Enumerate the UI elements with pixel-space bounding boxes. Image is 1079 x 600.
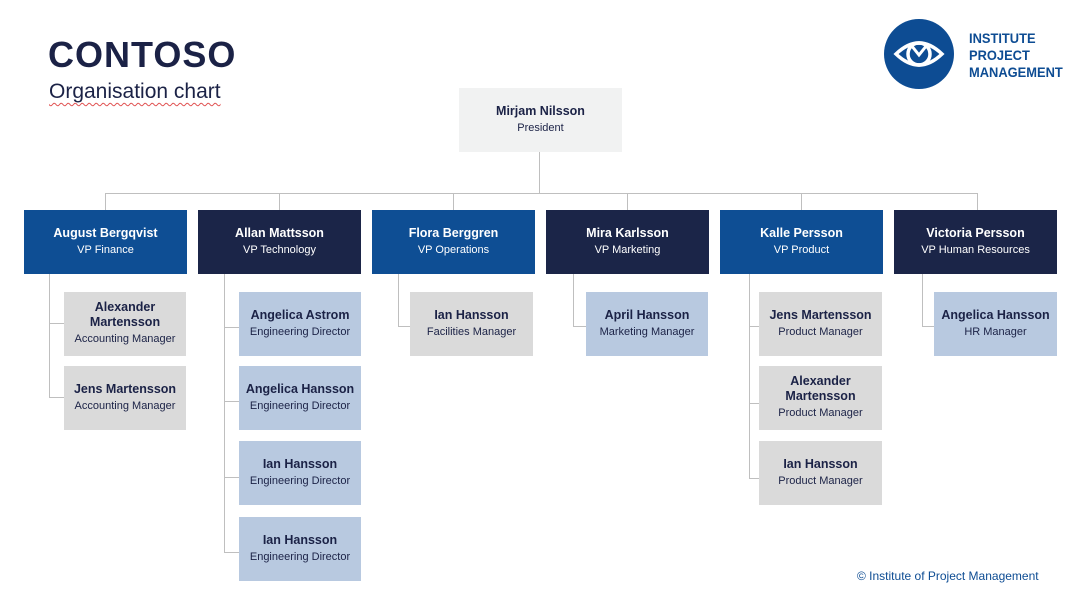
connector-vp-drop xyxy=(105,193,106,210)
node-name: Mira Karlsson xyxy=(586,225,669,240)
node-role: Facilities Manager xyxy=(426,325,517,338)
connector-finance-branch xyxy=(49,323,64,324)
org-node-vp: Victoria Persson VP Human Resources xyxy=(894,210,1057,274)
connector-vp-bus xyxy=(105,193,978,194)
node-role: Engineering Director xyxy=(249,474,351,487)
logo-line-2: PROJECT xyxy=(969,47,1030,63)
connector-vp-drop xyxy=(801,193,802,210)
page-subtitle: Organisation chart xyxy=(49,80,221,103)
node-name: April Hansson xyxy=(604,307,690,322)
connector-vp-drop xyxy=(977,193,978,210)
connector-hr-spine xyxy=(922,274,923,327)
org-node-report: April Hansson Marketing Manager xyxy=(586,292,708,356)
connector-technology-branch xyxy=(224,477,239,478)
org-node-report: Ian Hansson Engineering Director xyxy=(239,441,361,505)
org-node-report: Jens Martensson Accounting Manager xyxy=(64,366,186,430)
node-role: Accounting Manager xyxy=(74,333,176,345)
connector-vp-drop xyxy=(453,193,454,210)
connector-product-branch xyxy=(749,478,759,479)
connector-vp-drop xyxy=(279,193,280,210)
connector-product-branch xyxy=(749,403,759,404)
node-role: Accounting Manager xyxy=(74,399,176,412)
node-role: VP Finance xyxy=(77,243,134,256)
org-node-report: Jens Martensson Product Manager xyxy=(759,292,882,356)
logo-line-1: INSTITUTE xyxy=(969,30,1036,46)
connector-marketing-spine xyxy=(573,274,574,327)
page-title: CONTOSO xyxy=(48,34,237,75)
connector-technology-branch xyxy=(224,327,239,328)
node-name: Allan Mattsson xyxy=(235,225,324,240)
connector-technology-branch xyxy=(224,401,239,402)
connector-product-spine xyxy=(749,274,750,479)
node-name: Ian Hansson xyxy=(262,456,338,471)
connector-technology-spine xyxy=(224,274,225,553)
connector-president-trunk xyxy=(539,152,540,194)
node-name: Kalle Persson xyxy=(760,225,843,240)
node-role: Engineering Director xyxy=(249,399,351,412)
org-node-report: Ian Hansson Facilities Manager xyxy=(410,292,533,356)
node-role: VP Marketing xyxy=(594,243,661,256)
connector-finance-spine xyxy=(49,274,50,398)
node-name: Ian Hansson xyxy=(262,532,338,547)
node-role: Engineering Director xyxy=(249,325,351,338)
node-role: VP Human Resources xyxy=(921,243,1030,256)
node-name: Jens Martensson xyxy=(769,307,872,322)
node-role: Product Manager xyxy=(778,407,863,419)
node-name: Ian Hansson xyxy=(783,456,858,471)
node-name: Alexander Martensson xyxy=(785,374,856,403)
logo-wordmark: INSTITUTE PROJECT MANAGEMENT xyxy=(969,30,1063,81)
logo-mark xyxy=(884,19,954,89)
node-name: Victoria Persson xyxy=(926,225,1025,240)
org-node-report: Ian Hansson Product Manager xyxy=(759,441,882,505)
connector-technology-branch xyxy=(224,552,239,553)
org-node-report: Ian Hansson Engineering Director xyxy=(239,517,361,581)
org-node-report: Alexander Martensson Product Manager xyxy=(759,366,882,430)
connector-vp-drop xyxy=(627,193,628,210)
node-role: Marketing Manager xyxy=(599,325,695,338)
connector-operations-branch xyxy=(398,326,410,327)
node-name: Ian Hansson xyxy=(434,307,509,322)
org-node-report: Angelica Hansson HR Manager xyxy=(934,292,1057,356)
node-role: VP Operations xyxy=(417,243,490,256)
node-name: Angelica Hansson xyxy=(941,307,1050,322)
copyright-notice: © Institute of Project Management xyxy=(857,569,1039,583)
org-node-president: Mirjam Nilsson President xyxy=(459,88,622,152)
node-name: Alexander Martensson xyxy=(89,300,161,329)
node-role: HR Manager xyxy=(964,325,1027,338)
node-name: Angelica Hansson xyxy=(245,381,355,396)
node-role: VP Technology xyxy=(243,243,316,256)
node-name: Flora Berggren xyxy=(408,225,499,240)
org-node-vp: Flora Berggren VP Operations xyxy=(372,210,535,274)
eye-icon xyxy=(893,41,945,67)
node-name: Jens Martensson xyxy=(73,381,177,396)
connector-finance-branch xyxy=(49,397,64,398)
node-role: Engineering Director xyxy=(249,550,351,563)
logo-line-3: MANAGEMENT xyxy=(969,64,1063,80)
org-node-report: Angelica Hansson Engineering Director xyxy=(239,366,361,430)
org-node-vp: Mira Karlsson VP Marketing xyxy=(546,210,709,274)
org-node-vp: August Bergqvist VP Finance xyxy=(24,210,187,274)
org-node-vp: Allan Mattsson VP Technology xyxy=(198,210,361,274)
connector-hr-branch xyxy=(922,326,934,327)
org-node-report: Alexander Martensson Accounting Manager xyxy=(64,292,186,356)
node-name: Mirjam Nilsson xyxy=(496,103,585,118)
connector-operations-spine xyxy=(398,274,399,327)
node-name: August Bergqvist xyxy=(53,225,158,240)
connector-marketing-branch xyxy=(573,326,586,327)
node-name: Angelica Astrom xyxy=(250,307,350,322)
connector-product-branch xyxy=(749,326,759,327)
node-role: President xyxy=(517,121,564,134)
node-role: Product Manager xyxy=(778,474,863,487)
org-node-vp: Kalle Persson VP Product xyxy=(720,210,883,274)
node-role: Product Manager xyxy=(778,325,863,338)
node-role: VP Product xyxy=(773,243,830,256)
org-node-report: Angelica Astrom Engineering Director xyxy=(239,292,361,356)
